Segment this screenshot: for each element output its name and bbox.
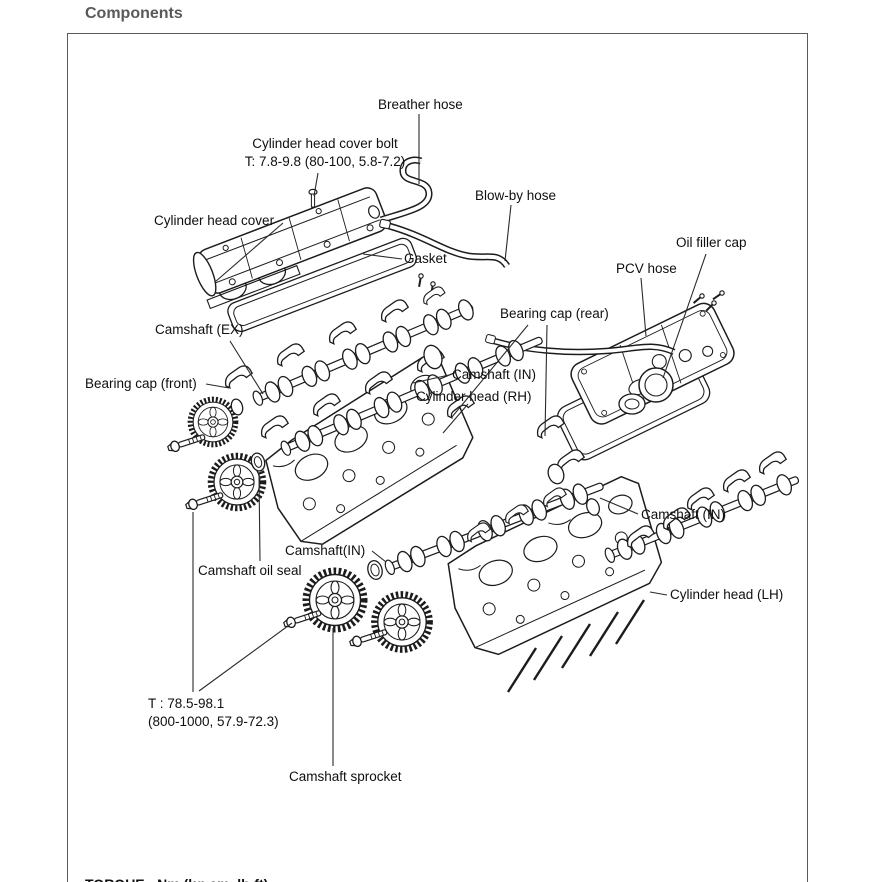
label-sprocket-torque: T : 78.5-98.1 (800-1000, 57.9-72.3) <box>148 695 279 731</box>
breather-hose-drawing <box>367 156 433 224</box>
cylinder-head-cover-drawing <box>192 187 388 310</box>
cylinder-head-cover-bolt-drawing <box>308 188 318 208</box>
camshaft-in-rh-drawing <box>280 336 543 456</box>
label-sprocket-torque-line2: (800-1000, 57.9-72.3) <box>148 714 279 730</box>
label-oil-filler-cap: Oil filler cap <box>676 235 747 250</box>
label-breather-hose: Breather hose <box>378 97 463 112</box>
label-cylinder-head-rh: Cylinder head (RH) <box>416 389 532 404</box>
label-camshaft-in-mid: Camshaft(IN) <box>285 543 366 558</box>
leader-lines <box>192 114 707 766</box>
oil-filler-cap-drawing <box>618 367 674 415</box>
label-bearing-cap-rear: Bearing cap (rear) <box>500 306 609 321</box>
label-blow-by-hose: Blow-by hose <box>475 188 557 203</box>
cylinder-head-lh-drawing <box>447 475 663 656</box>
page-title: Components <box>85 5 183 22</box>
label-cover-bolt-name: Cylinder head cover bolt <box>252 136 398 151</box>
label-camshaft-in-right: Camshaft (IN) <box>641 507 726 522</box>
label-bearing-cap-front: Bearing cap (front) <box>85 376 197 391</box>
label-cylinder-head-cover-bolt: Cylinder head cover bolt T: 7.8-9.8 (80-… <box>233 135 417 171</box>
label-cylinder-head-lh: Cylinder head (LH) <box>670 587 784 602</box>
camshaft-lh-a-drawing <box>384 481 604 576</box>
label-gasket: Gasket <box>404 251 447 266</box>
label-camshaft-oil-seal: Camshaft oil seal <box>198 563 302 578</box>
blow-by-hose-drawing <box>379 218 510 269</box>
oil-seals <box>230 344 600 581</box>
label-camshaft-sprocket: Camshaft sprocket <box>289 769 402 784</box>
label-camshaft-in-upper: Camshaft (IN) <box>452 367 537 382</box>
gasket-drawing <box>227 237 418 333</box>
label-cover-bolt-torque: T: 7.8-9.8 (80-100, 5.8-7.2) <box>244 154 406 170</box>
label-cylinder-head-cover: Cylinder head cover <box>154 213 275 228</box>
label-sprocket-torque-line1: T : 78.5-98.1 <box>148 696 225 711</box>
label-pcv-hose: PCV hose <box>616 261 677 276</box>
torque-units-note: TORQUE : Nm (kg·cm, lb·ft) <box>85 876 268 882</box>
camshaft-ex-drawing <box>252 297 477 406</box>
camshaft-lh-b-drawing <box>604 472 800 563</box>
label-camshaft-ex: Camshaft (EX) <box>155 322 244 337</box>
head-studs <box>506 599 646 693</box>
